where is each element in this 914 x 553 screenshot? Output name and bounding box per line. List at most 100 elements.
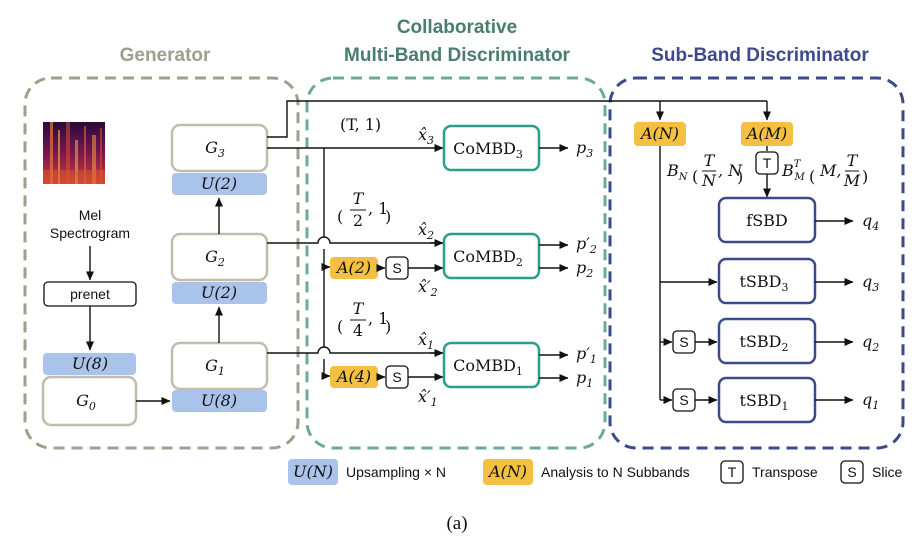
legend-transpose-symbol: T (728, 464, 737, 480)
svg-text:M,: M, (819, 161, 841, 180)
transpose-label: T (763, 155, 772, 171)
tsbd2-block (717, 317, 817, 365)
svg-text:T: T (353, 299, 365, 318)
svg-text:4: 4 (353, 321, 363, 340)
figure-caption: (a) (446, 513, 467, 534)
combd1-label: CoMBD1 (453, 356, 523, 378)
svg-text:T: T (847, 151, 859, 170)
mid-slice-label: S (392, 260, 401, 276)
g2-label: G2 (205, 247, 225, 269)
p1prime-label: p′1 (576, 344, 597, 366)
svg-text:(: ( (337, 207, 343, 226)
prenet-label: prenet (70, 286, 110, 302)
legend-transpose-text: Transpose (752, 464, 818, 480)
combd1-block (442, 341, 541, 389)
u8-right-label: U(8) (201, 391, 237, 410)
sbd-frame (608, 76, 905, 450)
u2-top-block (172, 173, 267, 195)
top-x3-label: x̂3 (418, 125, 434, 147)
an-block (634, 122, 686, 146)
svg-text:): ) (385, 317, 391, 336)
tsbd3-label: tSBD3 (740, 272, 789, 294)
g3-label: G3 (205, 138, 225, 160)
q2-label: q2 (862, 332, 879, 354)
generator-frame (23, 76, 300, 450)
u2-top-label: U(2) (201, 174, 237, 193)
legend-transpose-box (720, 460, 744, 484)
am-label: A(M) (745, 124, 787, 143)
g1-label: G1 (205, 356, 225, 378)
mid-scale-label: ( T 2 , 1 ) (337, 189, 391, 230)
svg-text:BTM: BTM (781, 159, 805, 183)
cmbd-title-line1: Collaborative (397, 17, 517, 38)
svg-text:, 1: , 1 (368, 309, 388, 328)
top-scale-label: (T, 1) (340, 115, 381, 134)
svg-text:T: T (353, 189, 365, 208)
q1-label: q1 (862, 390, 879, 412)
mid-x2prime-label: x̂′2 (418, 277, 438, 299)
a2-block (330, 257, 378, 279)
svg-text:M: M (843, 171, 861, 190)
bot-x1prime-label: x̂′1 (418, 387, 438, 409)
legend-analysis-text: Analysis to N Subbands (541, 464, 690, 480)
combd3-label: CoMBD3 (453, 139, 523, 161)
g2-to-combd2-line (267, 236, 443, 244)
g0-label: G0 (76, 391, 96, 413)
p2-label: p2 (576, 258, 593, 280)
sbd-slice1-label: S (679, 334, 688, 350)
svg-text:T: T (704, 151, 716, 170)
mid-x2-label: x̂2 (418, 220, 434, 242)
bn-label: BN ( T N , N ) (666, 151, 743, 190)
legend-upsample-text: Upsampling × N (346, 464, 446, 480)
legend-slice-symbol: S (847, 464, 856, 480)
svg-text:, N: , N (718, 161, 743, 180)
legend-analysis-symbol: A(N) (487, 462, 527, 481)
bot-slice-label: S (392, 369, 401, 385)
svg-text:, 1: , 1 (368, 199, 388, 218)
svg-text:BN: BN (666, 161, 689, 183)
svg-text:): ) (862, 167, 868, 186)
cmbd-title-line2: Multi-Band Discriminator (344, 45, 571, 66)
tsbd3-block (717, 257, 817, 305)
combd2-label: CoMBD2 (453, 247, 523, 269)
fsbd-label: fSBD (746, 211, 787, 230)
q3-label: q3 (862, 272, 879, 294)
u8-right-block (172, 390, 267, 412)
u2-mid-block (172, 282, 267, 304)
legend-slice-text: Slice (872, 464, 903, 480)
svg-text:): ) (385, 207, 391, 226)
svg-text:2: 2 (353, 211, 363, 230)
legend-upsample-symbol: U(N) (293, 462, 333, 481)
tsbd2-label: tSBD2 (740, 332, 789, 354)
generator-title: Generator (120, 45, 211, 66)
sbd-title: Sub-Band Discriminator (651, 45, 869, 66)
am-block (741, 122, 793, 146)
an-label: A(N) (639, 124, 679, 143)
p2prime-label: p′2 (576, 234, 597, 256)
a4-label: A(4) (335, 367, 371, 386)
mel-label-line1: Mel (79, 207, 102, 223)
cmbd-frame (305, 76, 607, 450)
svg-text:(: ( (809, 167, 815, 186)
svg-text:(: ( (337, 317, 343, 336)
g3-to-sbd-bus (267, 100, 767, 138)
q4-label: q4 (862, 211, 879, 233)
fsbd-block (717, 196, 817, 244)
mel-spectrogram-image (43, 122, 105, 184)
sbd-slice2-label: S (679, 392, 688, 408)
u8-left-label: U(8) (72, 354, 108, 373)
mel-label-line2: Spectrogram (50, 225, 130, 241)
legend-analysis-swatch (483, 459, 533, 485)
tsbd1-label: tSBD1 (740, 391, 789, 413)
p3-label: p3 (576, 138, 593, 160)
svg-text:(: ( (692, 167, 698, 186)
svg-text:N: N (701, 171, 717, 190)
a2-label: A(2) (335, 258, 371, 277)
u2-mid-label: U(2) (201, 283, 237, 302)
legend-upsample-swatch (288, 459, 338, 485)
bot-scale-label: ( T 4 , 1 ) (337, 299, 391, 340)
p1-label: p1 (576, 368, 593, 390)
a4-block (330, 366, 378, 388)
